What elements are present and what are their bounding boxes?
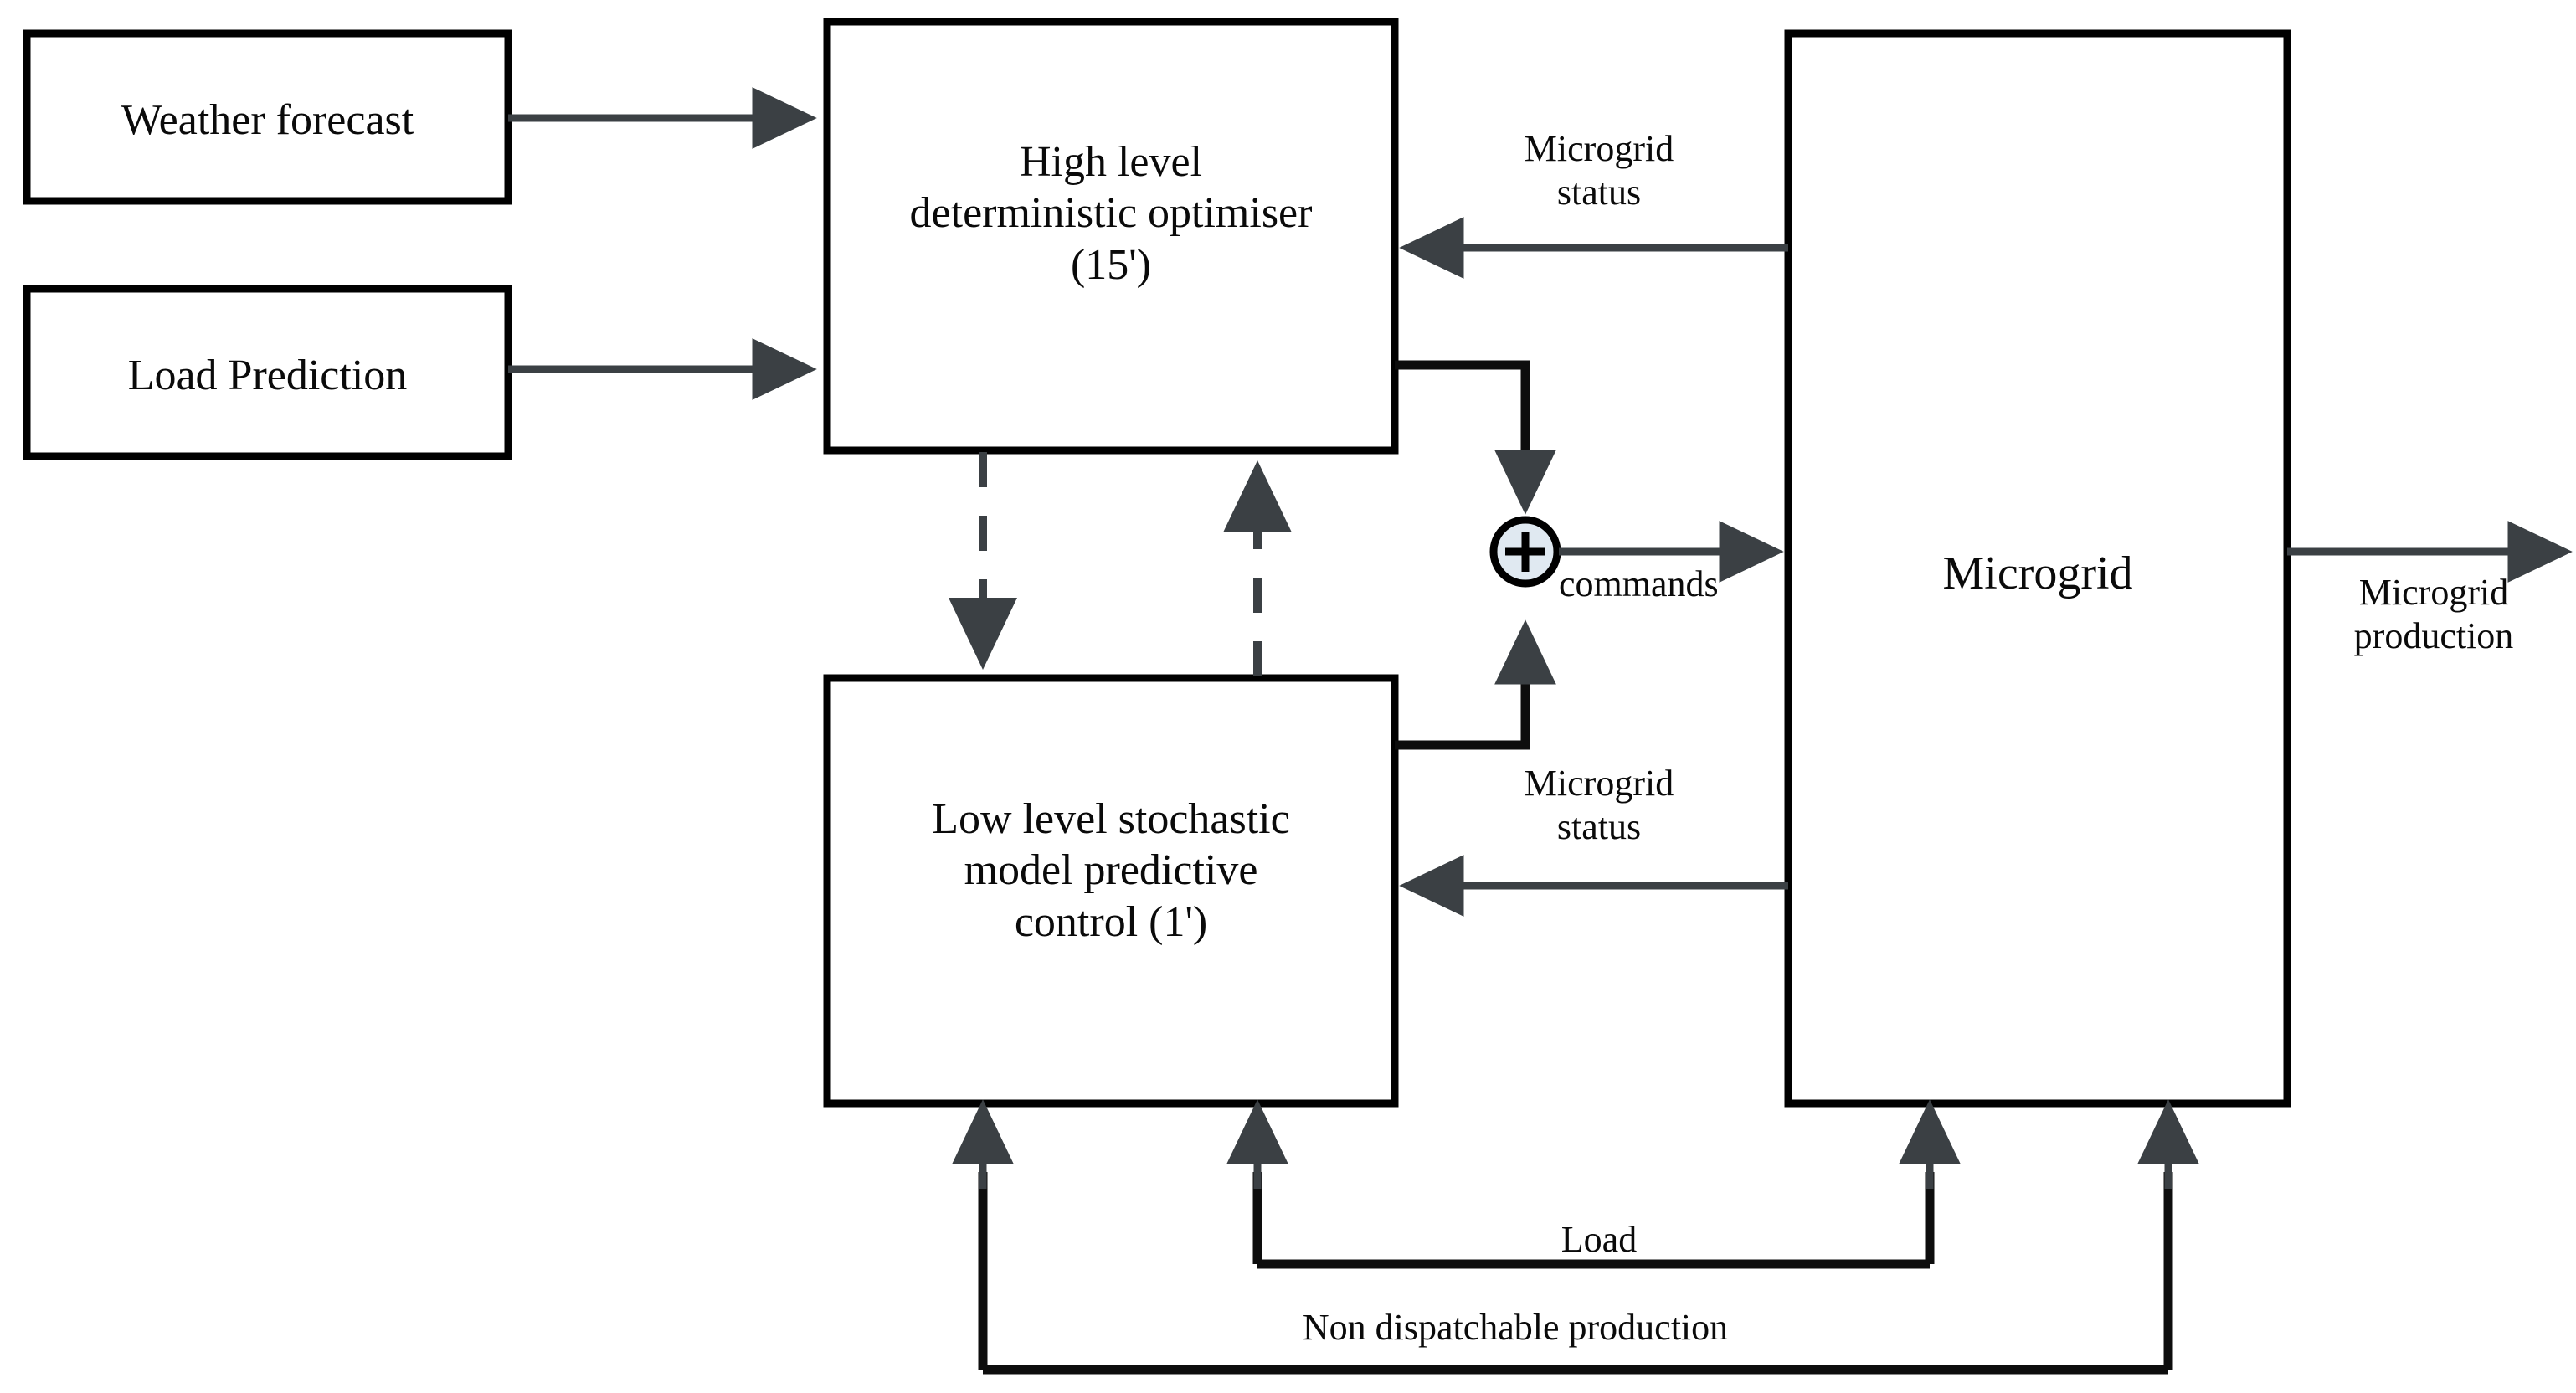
block-load-prediction[interactable] — [23, 285, 512, 460]
edge-label-microgrid-status-top: Microgrid status — [1524, 128, 1674, 213]
block-microgrid[interactable] — [1784, 29, 2291, 1108]
edge-label-commands: commands — [1559, 563, 1719, 604]
block-high-level-optimiser[interactable] — [823, 18, 1399, 455]
block-label-load-prediction: Load Prediction — [127, 352, 408, 399]
edge-label-non-dispatchable-production: Non dispatchable production — [1302, 1307, 1729, 1348]
edge-optimiser-to-sum — [1395, 360, 1530, 490]
edge-label-microgrid-production: Microgrid production — [2353, 572, 2514, 656]
block-label-weather-forecast: Weather forecast — [121, 96, 414, 144]
block-label-microgrid: Microgrid — [1942, 547, 2133, 599]
block-weather-forecast[interactable] — [23, 29, 512, 205]
edge-smpc-to-sum — [1395, 645, 1530, 750]
edge-label-microgrid-status-bottom: Microgrid status — [1524, 763, 1674, 847]
block-label-low-level-smpc: Low level stochastic model predictive co… — [932, 795, 1290, 946]
block-low-level-smpc[interactable] — [823, 674, 1399, 1108]
block-label-high-level-optimiser: High level deterministic optimiser (15') — [909, 138, 1313, 289]
edge-label-load: Load — [1561, 1219, 1638, 1260]
